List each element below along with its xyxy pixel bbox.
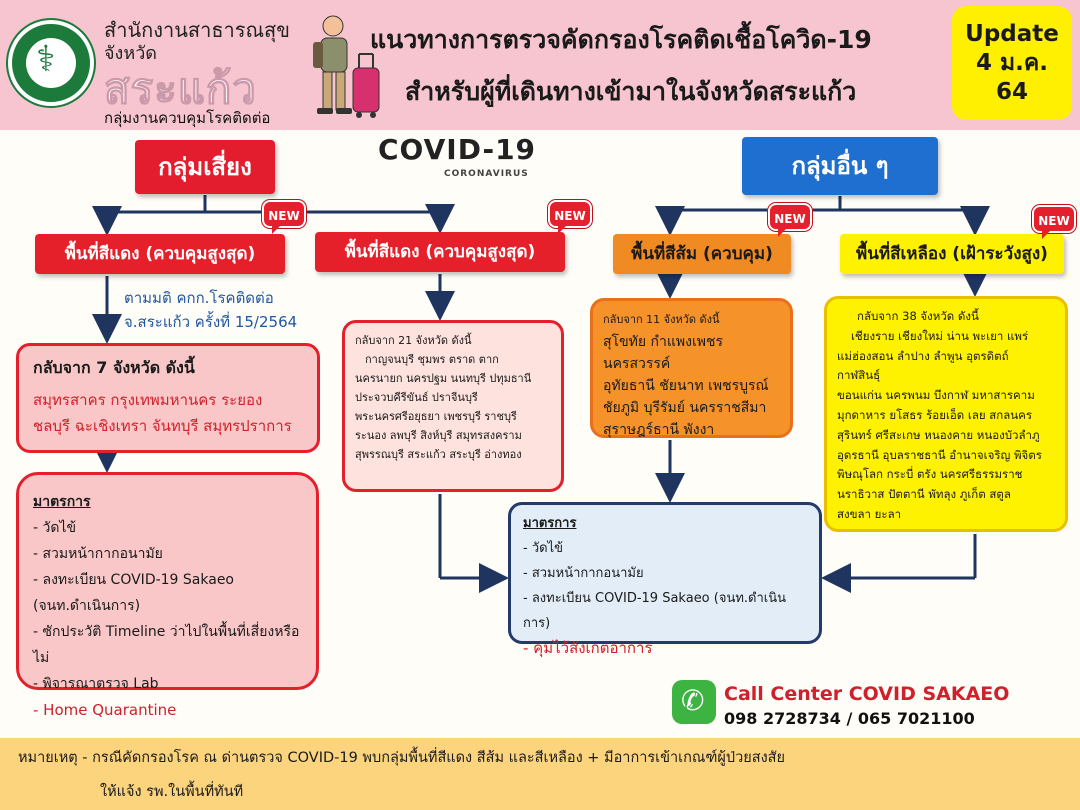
footer-note-line-1: หมายเหตุ - กรณีคัดกรองโรค ณ ด่านตรวจ COV…	[18, 750, 786, 766]
header-banner	[0, 0, 1080, 130]
measure-item: - วัดไข้	[33, 520, 77, 536]
covid-logo-subtitle: CORONAVIRUS	[444, 169, 529, 179]
org-line-1: สำนักงานสาธารณสุข	[104, 18, 290, 42]
province-line: มุกดาหาร ยโสธร ร้อยเอ็ด เลย สกลนคร	[837, 407, 1033, 422]
measure-highlight-observe: - คุมไว้สังเกตอาการ	[523, 639, 653, 657]
red-1-provinces-box: กลับจาก 7 จังหวัด ดังนี้ สมุทรสาคร กรุงเ…	[16, 343, 320, 453]
update-year: 64	[995, 79, 1028, 105]
province-line: สุพรรณบุรี สระแก้ว สระบุรี อ่างทอง	[355, 448, 522, 461]
phone-icon: ✆	[672, 680, 716, 724]
covid-logo-title: COVID-19	[378, 133, 537, 166]
org-line-2: จังหวัด	[104, 43, 157, 64]
org-province: สระแก้ว	[104, 64, 257, 114]
other-measures-box: มาตรการ - วัดไข้ - สวมหน้ากากอนามัย - ลง…	[508, 502, 822, 657]
covid-19-logo: COVID-19 CORONAVIRUS	[378, 133, 538, 183]
zone-red-2-label: พื้นที่สีแดง (ควบคุมสูงสุด)	[315, 232, 565, 272]
province-line: ชัยภูมิ บุรีรัมย์ นครราชสีมา	[603, 400, 767, 416]
province-line: แม่ฮ่องสอน ลำปาง ลำพูน อุตรดิตถ์ กาฬสินธ…	[837, 348, 1009, 383]
province-line: อุดรธานี อุบลราชธานี อำนาจเจริญ พิจิตร	[837, 447, 1042, 462]
measure-item: - พิจารณาตรวจ Lab	[33, 676, 159, 692]
province-line: ขอนแก่น นครพนม บึงกาฬ มหาสารคาม	[837, 388, 1035, 403]
province-line: นราธิวาส ปัตตานี พัทลุง ภูเก็ต สตูล	[837, 487, 1011, 502]
province-line: กาญจนบุรี ชุมพร ตราด ตาก	[365, 353, 499, 366]
red-2-provinces-heading: กลับจาก 21 จังหวัด ดังนี้	[355, 334, 472, 347]
measure-item: - วัดไข้	[523, 541, 563, 556]
risk-measures-box: มาตรการ - วัดไข้ - สวมหน้ากากอนามัย - ลง…	[16, 472, 319, 719]
province-line: สุรินทร์ ศรีสะเกษ หนองคาย หนองบัวลำภู	[837, 427, 1040, 442]
risk-group-label: กลุ่มเสี่ยง	[135, 140, 275, 194]
measure-item: - สวมหน้ากากอนามัย	[523, 566, 644, 581]
update-label: Update	[965, 21, 1059, 47]
footer-note-line-2: ให้แจ้ง รพ.ในพื้นที่ทันที	[100, 784, 244, 800]
measure-highlight-home-quarantine: - Home Quarantine	[33, 701, 177, 719]
other-measures-title: มาตรการ	[523, 516, 577, 531]
new-badge-red-1: NEW	[262, 200, 306, 234]
province-line: เชียงราย เชียงใหม่ น่าน พะเยา แพร่	[851, 328, 1029, 343]
update-date: 4 ม.ค.	[975, 50, 1049, 76]
province-line: สุราษฎร์ธานี พังงา	[603, 422, 715, 438]
committee-resolution: ตามมติ คกก.โรคติดต่อ จ.สระแก้ว ครั้งที่ …	[124, 286, 297, 334]
zone-red-1-label: พื้นที่สีแดง (ควบคุมสูงสุด)	[35, 234, 285, 274]
zone-yellow-label: พื้นที่สีเหลือง (เฝ้าระวังสูง)	[840, 234, 1064, 274]
province-line: อุทัยธานี ชัยนาท เพชรบูรณ์	[603, 378, 769, 394]
province-line: พิษณุโลก กระบี่ ตรัง นครศรีธรรมราช	[837, 467, 1023, 482]
yellow-provinces-box: กลับจาก 38 จังหวัด ดังนี้ เชียงราย เชียง…	[824, 296, 1068, 532]
resolution-line: ตามมติ คกก.โรคติดต่อ	[124, 289, 274, 307]
zone-orange-label: พื้นที่สีส้ม (ควบคุม)	[613, 234, 791, 274]
footer-note-bar	[0, 738, 1080, 810]
other-group-label: กลุ่มอื่น ๆ	[742, 137, 938, 195]
update-badge: Update 4 ม.ค. 64	[952, 6, 1072, 120]
new-badge-red-2: NEW	[548, 200, 592, 234]
orange-provinces-heading: กลับจาก 11 จังหวัด ดังนี้	[603, 313, 720, 326]
new-badge-orange: NEW	[768, 203, 812, 237]
province-line: สมุทรสาคร กรุงเทพมหานคร ระยอง	[33, 391, 263, 409]
measure-item: - ซักประวัติ Timeline ว่าไปในพื้นที่เสี่…	[33, 624, 300, 666]
yellow-provinces-heading: กลับจาก 38 จังหวัด ดังนี้	[857, 309, 979, 323]
red-2-provinces-box: กลับจาก 21 จังหวัด ดังนี้ กาญจนบุรี ชุมพ…	[342, 320, 564, 492]
province-line: ระนอง ลพบุรี สิงห์บุรี สมุทรสงคราม	[355, 429, 522, 442]
measure-item: - ลงทะเบียน COVID-19 Sakaeo (จนท.ดำเนินก…	[33, 572, 234, 614]
new-badge-yellow: NEW	[1032, 205, 1076, 239]
traveler-with-luggage-icon	[313, 15, 380, 118]
call-center-numbers: 098 2728734 / 065 7021100	[724, 709, 975, 728]
orange-provinces-box: กลับจาก 11 จังหวัด ดังนี้ สุโขทัย กำแพงเ…	[590, 298, 793, 438]
main-title-line-2: สำหรับผู้ที่เดินทางเข้ามาในจังหวัดสระแก้…	[405, 77, 857, 106]
province-line: ประจวบคีรีขันธ์ ปราจีนบุรี	[355, 391, 478, 404]
measure-item: - ลงทะเบียน COVID-19 Sakaeo (จนท.ดำเนินก…	[523, 591, 787, 631]
risk-measures-title: มาตรการ	[33, 494, 91, 510]
province-line: ชลบุรี ฉะเชิงเทรา จันทบุรี สมุทรปราการ	[33, 417, 292, 435]
province-line: สงขลา ยะลา	[837, 506, 902, 521]
org-department: กลุ่มงานควบคุมโรคติดต่อ	[104, 109, 271, 127]
call-center-title: Call Center COVID SAKAEO	[724, 683, 1010, 705]
ministry-seal-icon: ⚕	[8, 20, 94, 106]
measure-item: - สวมหน้ากากอนามัย	[33, 546, 163, 562]
province-line: พระนครศรีอยุธยา เพชรบุรี ราชบุรี	[355, 410, 517, 423]
main-title-line-1: แนวทางการตรวจคัดกรองโรคติดเชื้อโควิด-19	[370, 25, 872, 54]
red-1-provinces-heading: กลับจาก 7 จังหวัด ดังนี้	[33, 358, 195, 377]
resolution-line: จ.สระแก้ว ครั้งที่ 15/2564	[124, 313, 298, 331]
province-line: สุโขทัย กำแพงเพชร นครสวรรค์	[603, 334, 723, 372]
province-line: นครนายก นครปฐม นนทบุรี ปทุมธานี	[355, 372, 532, 385]
